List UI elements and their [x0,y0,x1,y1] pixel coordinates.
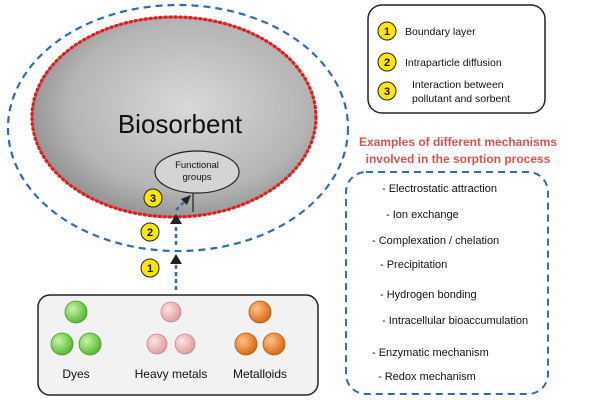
functional-groups-label-line1: Functional [175,160,219,171]
mechanism-item: - Electrostatic attraction [382,183,497,195]
mechanism-item: - Redox mechanism [378,371,476,383]
legend-badge-3-number: 3 [384,86,390,98]
pollutant-sphere [50,332,74,356]
pollutant-group: Heavy metals [135,301,208,381]
functional-groups-label-line2: groups [182,172,211,183]
step-badge-3 [143,188,163,208]
step-badge-1-number: 1 [147,263,153,275]
mechanisms-box [345,171,549,395]
legend-item-3-text-line2: pollutant and sorbent [412,93,510,105]
legend-badge-2-number: 2 [384,57,390,69]
boundary-layer-ellipse [6,3,350,253]
pollutant-sphere [78,332,102,356]
pollutant-group: Metalloids [233,300,287,381]
sorbent-surface-ellipse [30,15,318,219]
path-arrow-lower-head [170,254,182,264]
pollutant-sphere [160,301,182,323]
pollutant-sphere [234,332,258,356]
mechanism-item: - Complexation / chelation [372,235,499,247]
functional-groups-ellipse [154,150,240,194]
path-arrow-upper-head [181,195,191,205]
pollutant-label: Heavy metals [135,367,208,381]
legend-box [367,4,546,114]
mechanism-item: - Hydrogen bonding [380,289,477,301]
mechanism-item: - Enzymatic mechanism [372,347,489,359]
pollutant-sphere [262,332,286,356]
pollutant-sphere [146,333,168,355]
biosorbent-label: Biosorbent [118,109,243,139]
step-badge-2-number: 2 [147,227,153,239]
legend-badge-1 [377,21,397,41]
legend-item-2-text: Intraparticle diffusion [405,57,502,69]
legend-item-3-text-line1: Interaction between [412,79,504,91]
legend-badge-2 [377,52,397,72]
mechanisms-heading-line1: Examples of different mechanisms [359,135,557,149]
step-badge-1 [140,258,160,278]
pollutant-group: Dyes [50,300,102,381]
mechanisms-heading-line2: involved in the sorption process [366,152,551,166]
path-arrow-middle-head [170,214,182,224]
pollutant-sphere [64,300,88,324]
pollutant-sphere [174,333,196,355]
pollutant-label: Dyes [62,367,89,381]
step-badge-2 [140,222,160,242]
pollutant-label: Metalloids [233,367,287,381]
mechanism-item: - Ion exchange [386,209,459,221]
mechanism-item: - Precipitation [380,259,447,271]
legend-badge-1-number: 1 [384,26,390,38]
mechanisms-list: - Electrostatic attraction - Ion exchange… [372,183,528,383]
pollutant-sphere [248,300,272,324]
legend-item-1-text: Boundary layer [405,26,476,38]
step-badge-3-number: 3 [150,193,156,205]
path-arrow-upper [175,199,187,211]
mechanism-item: - Intracellular bioaccumulation [382,315,528,327]
legend-badge-3 [377,81,397,101]
pollutant-groups: Dyes Heavy metals Metalloids [50,300,287,381]
